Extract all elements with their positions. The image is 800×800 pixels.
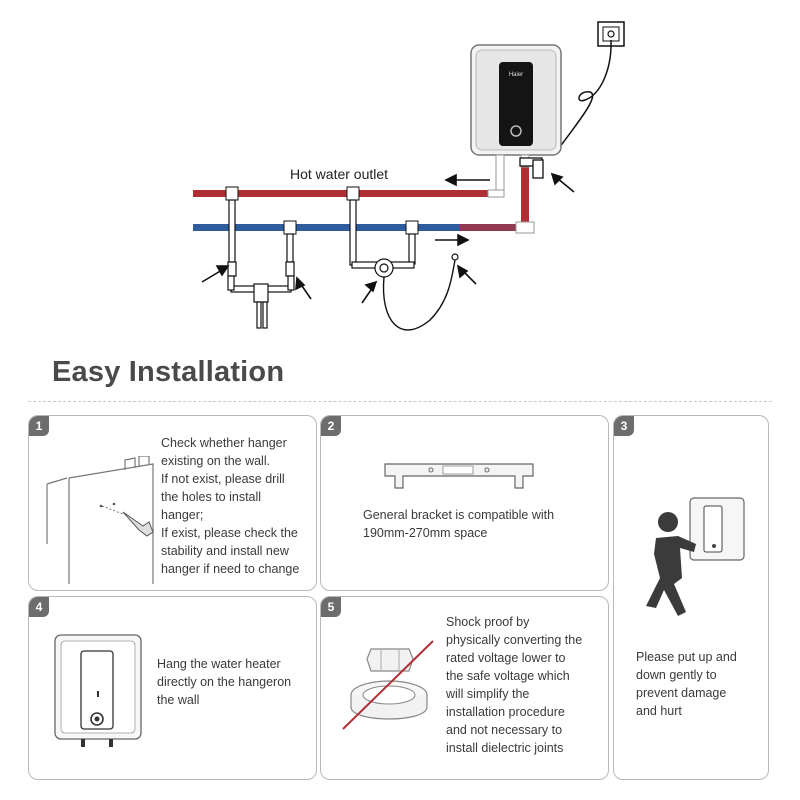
heater-brand: Haier [509,72,523,78]
section-title: Easy Installation [52,356,285,388]
step-card-3: 3 Please put up and down gently to preve… [613,415,769,780]
divider [28,401,772,402]
right-mixer-valve [349,199,416,278]
step-2-text: General bracket is compatible with 190mm… [363,508,555,540]
step-4-text: Hang the water heater directly on the ha… [157,657,292,707]
water-heater: Haier [470,44,562,156]
dielectric-joint-illustration [342,640,434,730]
wall-hanger-illustration [46,456,154,584]
installation-diagram: Haier [193,21,625,331]
step-number-badge: 5 [321,597,341,617]
person-lifting-heater-illustration [646,497,745,616]
step-card-1: 1 Check whether hanger existing on the w… [28,415,317,591]
step-1-text: Check whether hanger existing on the wal… [161,436,300,576]
step-number-badge: 1 [29,416,49,436]
hot-water-outlet-label: Hot water outlet [290,166,389,182]
step-5-text: Shock proof by physically converting the… [446,615,583,755]
shower-hose [382,259,456,331]
step-card-4: 4 Hang the water heater directly on the … [28,596,317,780]
bracket-illustration [384,463,534,489]
step-number-badge: 3 [614,416,634,436]
step-number-badge: 2 [321,416,341,436]
left-mixer-valve [227,199,295,329]
step-card-2: 2 General bracket is compatible with 190… [320,415,609,591]
hanging-heater-illustration [54,634,142,747]
step-number-badge: 4 [29,597,49,617]
step-3-text: Please put up and down gently to prevent… [636,650,737,718]
step-card-5: 5 Shock proof by physically converting t… [320,596,609,780]
power-cord [555,39,612,153]
